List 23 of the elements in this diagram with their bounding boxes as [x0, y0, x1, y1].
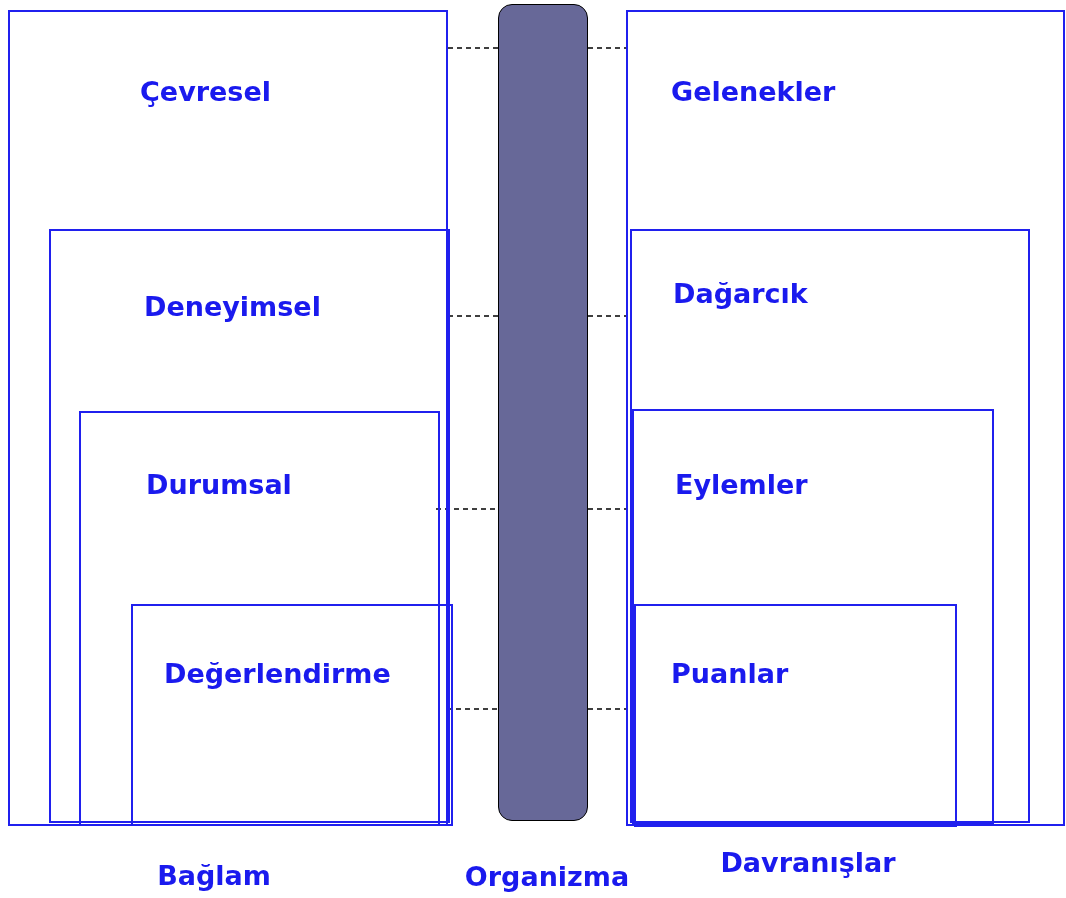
box-heading: Değerlendirme [164, 660, 391, 687]
dashed-connector [587, 315, 629, 317]
nested-box [131, 604, 453, 826]
box-heading: Puanlar [671, 660, 789, 687]
box-heading: Eylemler [675, 471, 808, 498]
box-heading: Deneyimsel [144, 293, 321, 320]
dashed-connector [447, 47, 499, 49]
column-caption: Davranışlar [720, 848, 896, 876]
nested-box [632, 409, 994, 825]
column-caption: Organizma [464, 862, 630, 890]
box-heading: Gelenekler [671, 78, 836, 105]
dashed-connector [587, 508, 629, 510]
dashed-connector [587, 708, 629, 710]
nested-box [634, 604, 957, 827]
box-heading: Dağarcık [673, 280, 808, 307]
nested-box [49, 229, 450, 823]
organism-bar [498, 4, 588, 821]
dashed-connector [447, 315, 499, 317]
box-heading: Çevresel [140, 78, 271, 105]
box-heading: Durumsal [146, 471, 292, 498]
nested-box [626, 10, 1065, 826]
dashed-connector [587, 47, 627, 49]
column-caption: Bağlam [157, 861, 271, 889]
